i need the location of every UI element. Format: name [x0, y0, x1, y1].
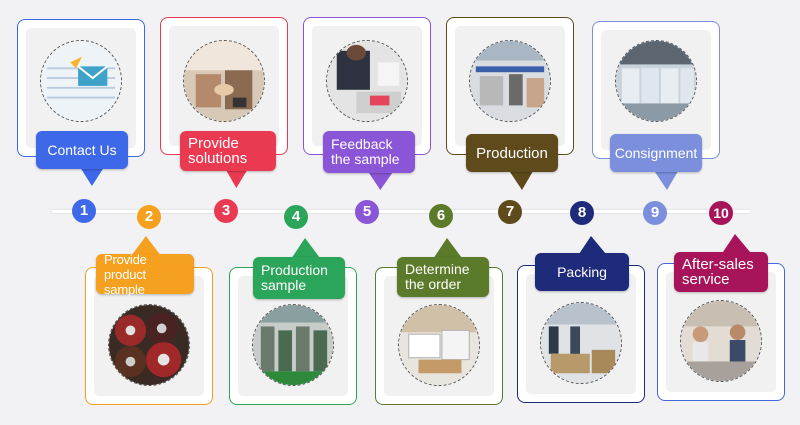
step-7-number: 7: [498, 200, 522, 224]
packing-warehouse-photo: [540, 302, 622, 384]
step-7-label: Production: [466, 134, 558, 172]
shipping-pallets-photo: [615, 40, 697, 122]
order-documents-photo: [398, 304, 480, 386]
step-3-number: 3: [214, 199, 238, 223]
handshake-photo: [183, 40, 265, 122]
step-8-number: 8: [570, 201, 594, 225]
step-4-number: 4: [284, 205, 308, 229]
step-2-label: Provide product sample: [96, 252, 194, 297]
step-6-number: 6: [429, 204, 453, 228]
step-10-number: 10: [709, 201, 733, 225]
step-9-label: Consignment: [610, 134, 702, 172]
step-1-label: Contact Us: [36, 131, 128, 169]
production-line-photo: [469, 40, 551, 122]
abrasive-discs-photo: [108, 304, 190, 386]
step-9-number: 9: [643, 201, 667, 225]
step-1-number: 1: [72, 199, 96, 223]
customer-service-photo: [680, 300, 762, 382]
step-10-label: After-sales service: [674, 252, 768, 292]
timeline-line: [52, 210, 750, 213]
step-3-label: Provide solutions: [180, 131, 276, 171]
step-7-card: [446, 17, 574, 155]
step-6-label: Determine the order: [397, 257, 489, 297]
step-5-number: 5: [355, 200, 379, 224]
factory-machinery-photo: [252, 304, 334, 386]
step-5-label: Feedback the sample: [323, 131, 415, 173]
step-2-number: 2: [137, 205, 161, 229]
step-8-label: Packing: [535, 253, 629, 291]
email-envelope-icon: [40, 40, 122, 122]
step-4-label: Production sample: [253, 257, 345, 299]
business-meeting-photo: [326, 40, 408, 122]
